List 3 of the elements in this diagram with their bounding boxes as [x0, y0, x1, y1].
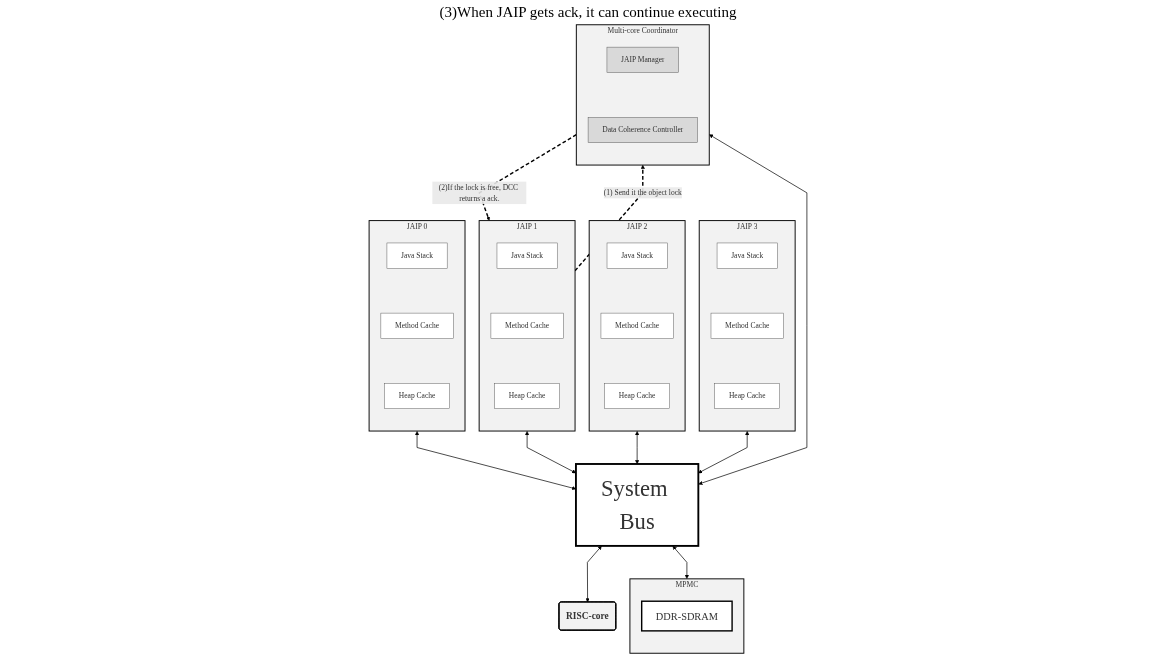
node-box: DDR-SDRAM [641, 600, 733, 632]
annotation-note: (3)When JAIP gets ack, it can continue executing [439, 4, 737, 21]
node-box: System Bus [575, 463, 700, 547]
